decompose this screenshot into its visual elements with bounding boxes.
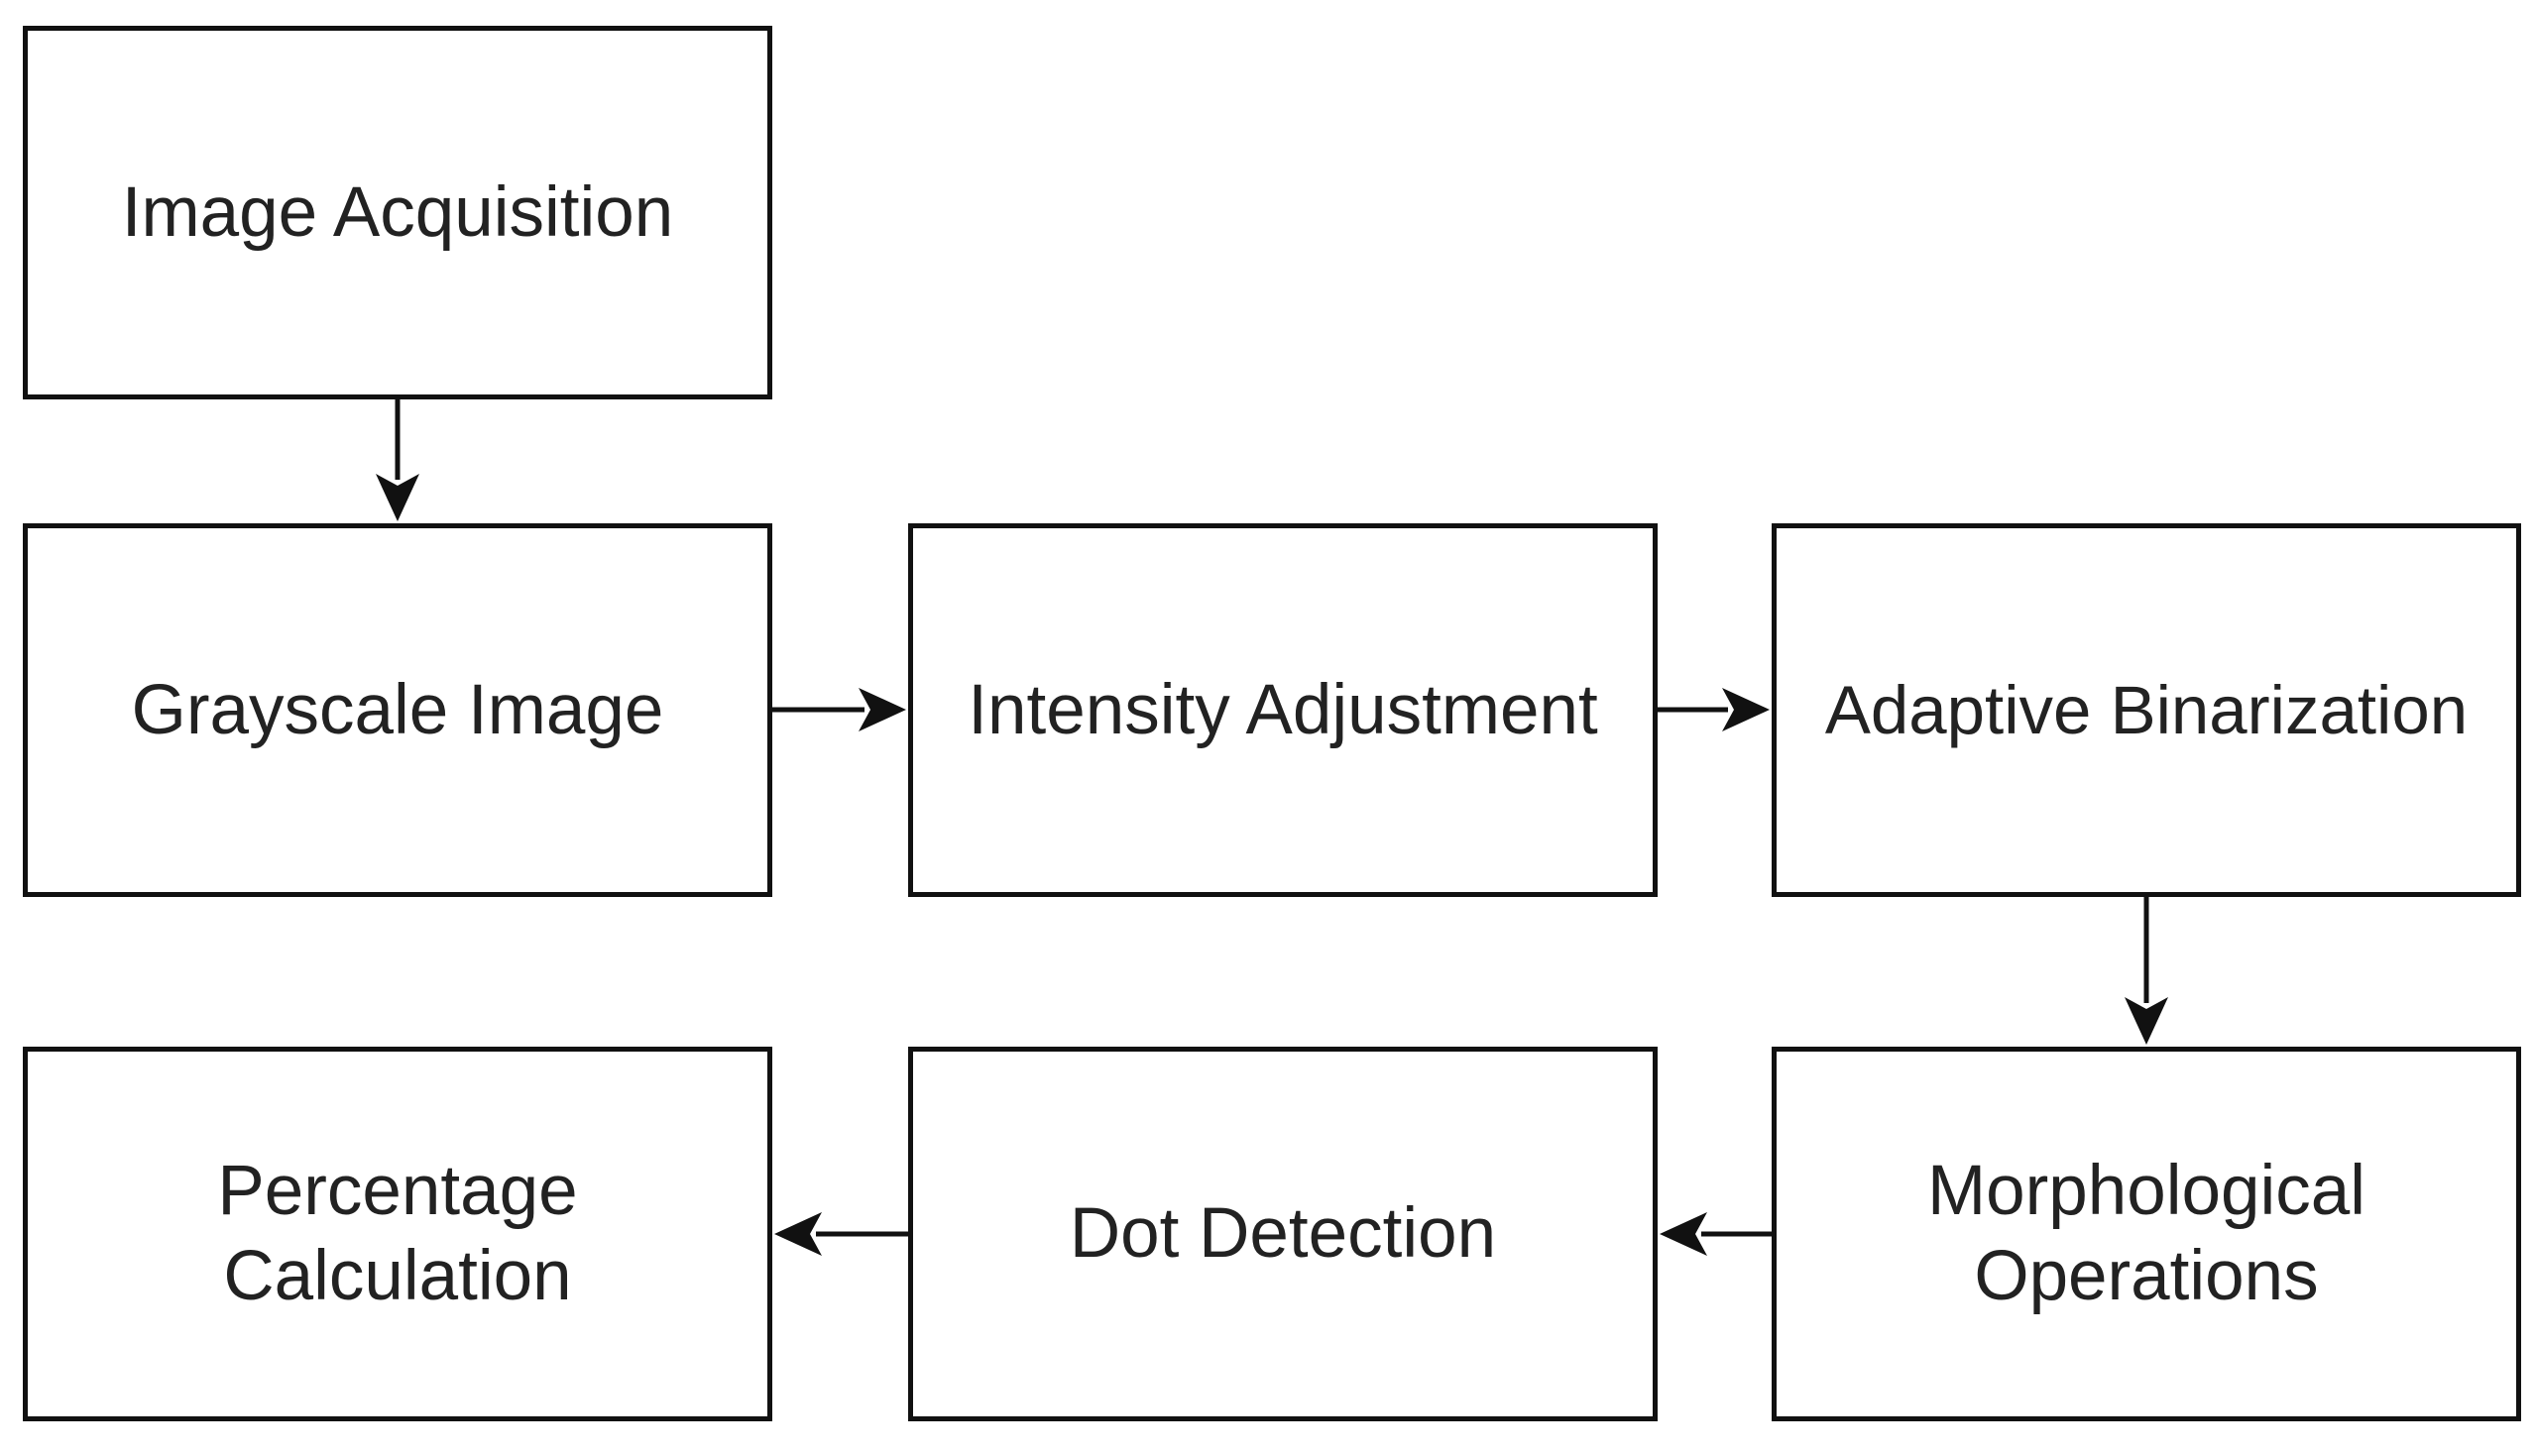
node-percentage-calculation: Percentage Calculation <box>23 1047 772 1421</box>
node-label: Adaptive Binarization <box>1824 671 2469 748</box>
node-label: Grayscale Image <box>131 670 664 749</box>
edge-gray-to-int <box>772 688 906 731</box>
node-intensity-adjustment: Intensity Adjustment <box>908 523 1658 897</box>
edge-acq-to-gray <box>376 399 419 521</box>
node-label: Morphological Operations <box>1926 1152 2366 1315</box>
edge-int-to-bin <box>1658 688 1770 731</box>
edge-morph-to-dot <box>1660 1212 1772 1256</box>
edge-dot-to-pct <box>774 1212 908 1256</box>
node-grayscale-image: Grayscale Image <box>23 523 772 897</box>
node-adaptive-binarization: Adaptive Binarization <box>1772 523 2521 897</box>
edge-bin-to-morph <box>2125 897 2168 1045</box>
node-morphological-operations: Morphological Operations <box>1772 1047 2521 1421</box>
node-label: Dot Detection <box>1069 1194 1497 1273</box>
node-label: Image Acquisition <box>121 172 674 252</box>
node-label: Percentage Calculation <box>217 1152 578 1315</box>
node-image-acquisition: Image Acquisition <box>23 26 772 399</box>
node-dot-detection: Dot Detection <box>908 1047 1658 1421</box>
node-label: Intensity Adjustment <box>968 670 1598 749</box>
